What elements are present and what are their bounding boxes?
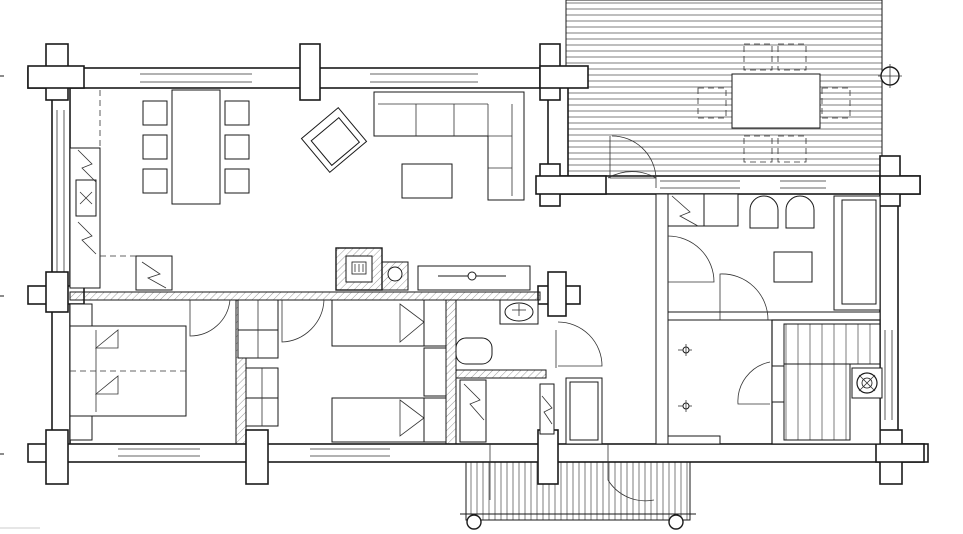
sauna-bench xyxy=(783,363,851,441)
wardrobes xyxy=(237,299,325,427)
terrace-chairs xyxy=(697,43,851,163)
bathroom xyxy=(455,299,603,368)
dining-chairs xyxy=(142,100,250,194)
interior-partitions xyxy=(69,193,881,445)
terrace-table xyxy=(731,73,821,129)
fridge xyxy=(135,255,173,291)
log-corners xyxy=(27,43,925,485)
living-dining xyxy=(142,89,531,291)
sauna-stove xyxy=(851,367,883,399)
bedroom-2 xyxy=(331,299,447,443)
hall-closets xyxy=(459,135,657,502)
single-bed-top xyxy=(331,299,425,347)
sofa xyxy=(373,91,525,201)
dining-table xyxy=(171,89,221,205)
sauna-bench xyxy=(783,323,881,365)
edge-marks xyxy=(0,75,40,529)
kitchen xyxy=(69,90,173,291)
porch xyxy=(460,455,696,530)
fireplace xyxy=(335,247,409,291)
bedroom-1 xyxy=(69,299,231,441)
shower xyxy=(667,344,771,445)
terrace xyxy=(565,0,902,181)
coffee-table xyxy=(401,163,453,199)
shower-head xyxy=(678,344,692,356)
utility xyxy=(667,193,739,283)
armchair xyxy=(300,107,368,173)
sideboard xyxy=(417,265,531,291)
sauna xyxy=(771,319,883,445)
double-bed xyxy=(69,325,187,417)
single-bed-bottom xyxy=(331,397,425,443)
toilet xyxy=(455,337,493,365)
changing-room xyxy=(719,195,881,321)
shower-head xyxy=(678,400,692,412)
